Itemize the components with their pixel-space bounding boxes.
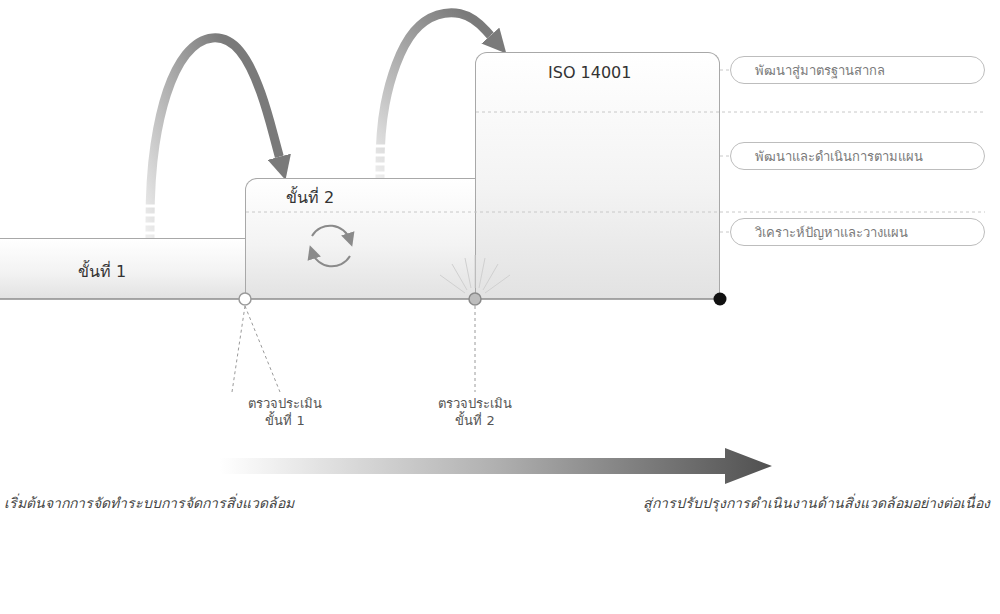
tail-stripe	[142, 205, 158, 208]
tail-stripe	[372, 154, 388, 157]
guide-lines	[246, 70, 985, 232]
level-pill: พัฒนาและดำเนินการตามแผน	[730, 142, 985, 170]
stage-box: ISO 14001	[475, 52, 720, 299]
tail-stripe	[372, 172, 388, 175]
timeline	[0, 298, 720, 300]
burst-rays	[440, 255, 510, 293]
audit-leaders	[232, 306, 475, 392]
audit-label: ตรวจประเมิน ขั้นที่ 2	[427, 396, 523, 430]
level-pill: พัฒนาสู่มาตรฐานสากล	[730, 56, 985, 84]
progress-arc-arrow	[380, 13, 490, 178]
tail-stripe	[372, 163, 388, 166]
tail-stripe	[142, 214, 158, 217]
level-text: พัฒนาและดำเนินการตามแผน	[755, 146, 923, 167]
milestone-dot	[469, 293, 481, 305]
milestone-dot	[714, 293, 727, 306]
stage-title: ISO 14001	[548, 63, 631, 82]
stage-title: ขั้นที่ 2	[286, 185, 334, 210]
stage-title: ขั้นที่ 1	[78, 259, 126, 284]
level-text: วิเคราะห์ปัญหาและวางแผน	[755, 222, 908, 243]
tail-stripe	[142, 232, 158, 235]
level-pill: วิเคราะห์ปัญหาและวางแผน	[730, 218, 985, 246]
audit-label: ตรวจประเมิน ขั้นที่ 1	[237, 396, 333, 430]
caption-text: สู่การปรับปรุงการดำเนินงานด้านสิ่งแวดล้อ…	[643, 492, 990, 514]
progress-arrow	[220, 448, 772, 484]
tail-stripe	[372, 145, 388, 148]
tail-stripe	[142, 223, 158, 226]
milestone-dot	[239, 293, 251, 305]
cycle-icon	[312, 226, 350, 267]
level-text: พัฒนาสู่มาตรฐานสากล	[755, 60, 885, 81]
caption-text: เริ่มต้นจากการจัดทำระบบการจัดการสิ่งแวดล…	[4, 492, 294, 514]
